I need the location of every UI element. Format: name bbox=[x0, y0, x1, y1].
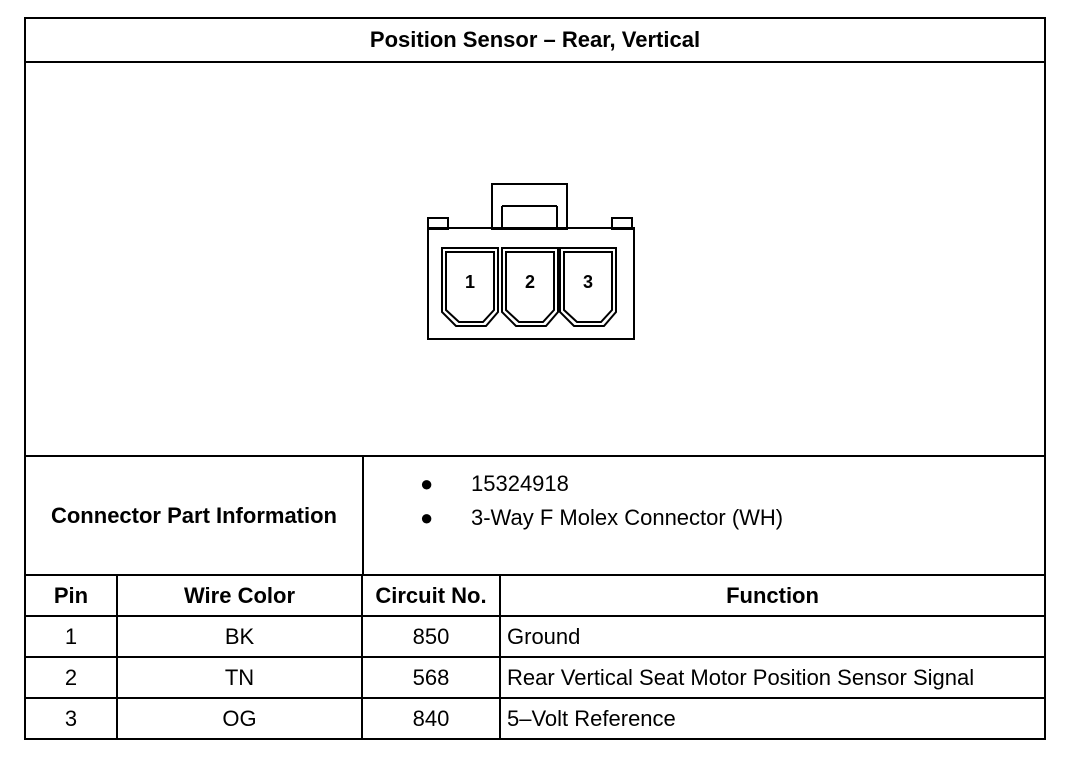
table-row: 2 TN 568 Rear Vertical Seat Motor Positi… bbox=[26, 656, 1044, 698]
pin-cavity-inner bbox=[445, 251, 495, 323]
page-title: Position Sensor – Rear, Vertical bbox=[26, 19, 1044, 63]
table-row: 1 BK 850 Ground bbox=[26, 615, 1044, 657]
table-row: 3 OG 840 5–Volt Reference bbox=[26, 697, 1044, 738]
pin-cavity-inner bbox=[563, 251, 613, 323]
table-header-row: Pin Wire Color Circuit No. Function bbox=[26, 576, 1044, 616]
function-cell: Ground bbox=[499, 615, 1044, 657]
pin-number-label: 1 bbox=[465, 272, 475, 292]
function-cell: 5–Volt Reference bbox=[499, 697, 1044, 738]
bullet-icon: ● bbox=[420, 471, 434, 496]
pin-number-label: 3 bbox=[583, 272, 593, 292]
connector-part-info-list: ● 15324918 ● 3-Way F Molex Connector (WH… bbox=[364, 467, 783, 535]
column-header-function: Function bbox=[499, 576, 1044, 616]
circuit-no-cell: 850 bbox=[361, 615, 500, 657]
connector-part-info: Connector Part Information ● 15324918 ● … bbox=[26, 457, 1044, 576]
column-header-wire-color: Wire Color bbox=[116, 576, 362, 616]
connector-housing bbox=[427, 227, 635, 340]
list-item: ● 3-Way F Molex Connector (WH) bbox=[364, 501, 783, 535]
list-item: ● 15324918 bbox=[364, 467, 783, 501]
pin-cavity bbox=[441, 247, 499, 327]
pin-cavity bbox=[501, 247, 559, 327]
pin-cell: 1 bbox=[26, 615, 117, 657]
pin-table: Pin Wire Color Circuit No. Function 1 BK… bbox=[26, 576, 1044, 738]
wire-color-cell: BK bbox=[116, 615, 362, 657]
connector-description: 3-Way F Molex Connector (WH) bbox=[471, 505, 784, 530]
part-number: 15324918 bbox=[471, 471, 569, 496]
function-cell: Rear Vertical Seat Motor Position Sensor… bbox=[499, 656, 1044, 698]
connector-end-view-sheet: Position Sensor – Rear, Vertical bbox=[24, 17, 1046, 740]
connector-part-info-label: Connector Part Information bbox=[26, 457, 364, 574]
bullet-icon: ● bbox=[420, 505, 434, 530]
pin-cell: 2 bbox=[26, 656, 117, 698]
circuit-no-cell: 568 bbox=[361, 656, 500, 698]
wire-color-cell: OG bbox=[116, 697, 362, 738]
pin-cavity bbox=[559, 247, 617, 327]
circuit-no-cell: 840 bbox=[361, 697, 500, 738]
pin-number-label: 2 bbox=[525, 272, 535, 292]
connector-diagram: 1 2 3 bbox=[26, 63, 1044, 457]
column-header-pin: Pin bbox=[53, 582, 89, 608]
connector-face-drawing: 1 2 3 bbox=[427, 183, 635, 340]
column-header-circuit-no: Circuit No. bbox=[361, 576, 500, 616]
pin-cell: 3 bbox=[26, 697, 117, 738]
wire-color-cell: TN bbox=[116, 656, 362, 698]
pin-cavity-inner bbox=[505, 251, 555, 323]
